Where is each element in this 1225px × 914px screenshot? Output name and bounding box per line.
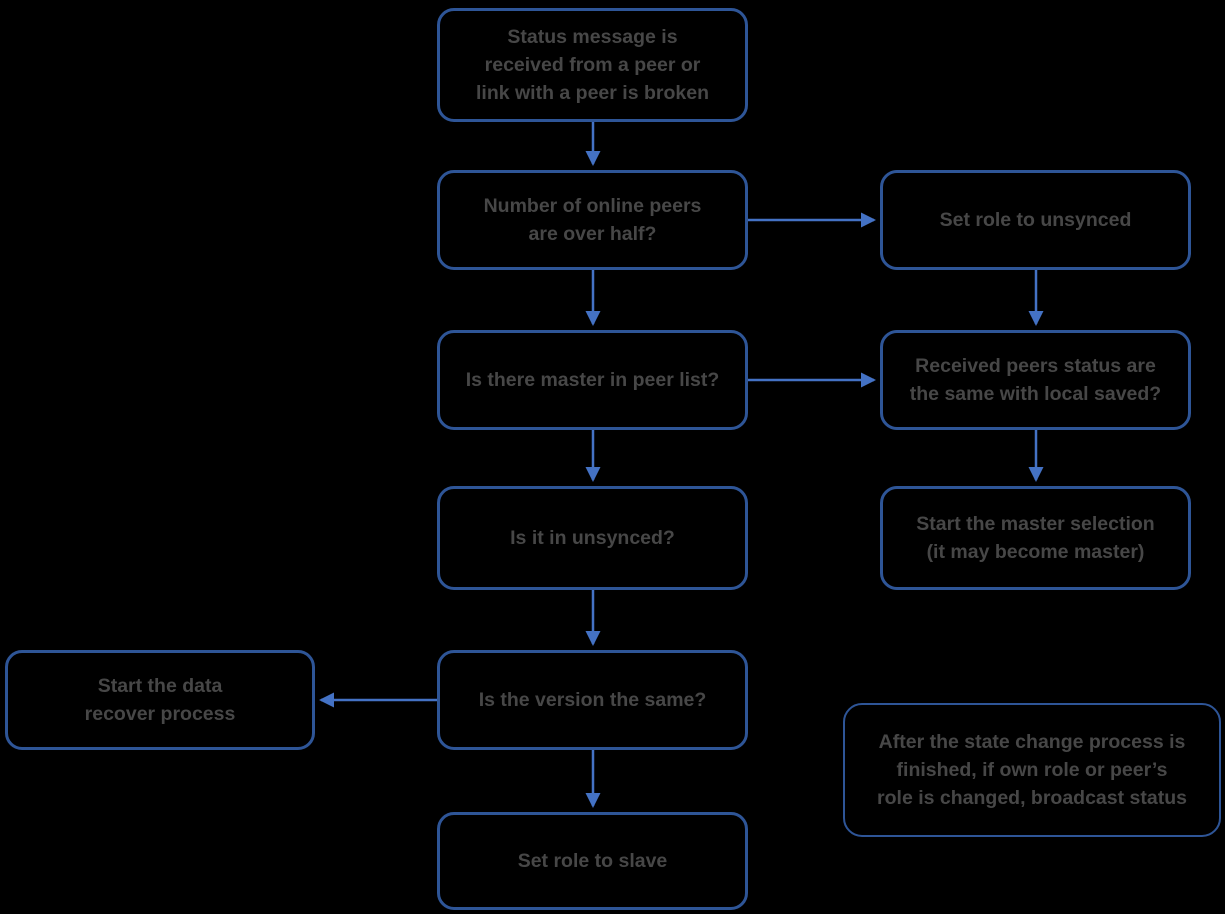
- node-start-master-selection: Start the master selection (it may becom…: [880, 486, 1191, 590]
- node-broadcast-status-note-label: After the state change process is finish…: [877, 731, 1187, 809]
- node-broadcast-status-note: After the state change process is finish…: [843, 703, 1221, 837]
- node-master-in-peer-list: Is there master in peer list?: [437, 330, 748, 430]
- node-set-role-unsynced: Set role to unsynced: [880, 170, 1191, 270]
- node-start-data-recover: Start the data recover process: [5, 650, 315, 750]
- node-received-status-same: Received peers status are the same with …: [880, 330, 1191, 430]
- node-status-received-label: Status message is received from a peer o…: [476, 26, 709, 104]
- node-set-role-unsynced-label: Set role to unsynced: [939, 209, 1132, 231]
- node-set-role-slave: Set role to slave: [437, 812, 748, 910]
- node-master-in-peer-list-label: Is there master in peer list?: [465, 369, 720, 391]
- node-peers-over-half-label: Number of online peers are over half?: [483, 195, 702, 245]
- node-set-role-slave-label: Set role to slave: [517, 850, 668, 872]
- node-received-status-same-label: Received peers status are the same with …: [909, 355, 1162, 405]
- node-peers-over-half: Number of online peers are over half?: [437, 170, 748, 270]
- node-version-same-label: Is the version the same?: [478, 689, 707, 711]
- node-version-same: Is the version the same?: [437, 650, 748, 750]
- node-start-master-selection-label: Start the master selection (it may becom…: [916, 513, 1155, 563]
- node-status-received: Status message is received from a peer o…: [437, 8, 748, 122]
- node-start-data-recover-label: Start the data recover process: [84, 675, 236, 725]
- node-is-in-unsynced: Is it in unsynced?: [437, 486, 748, 590]
- node-is-in-unsynced-label: Is it in unsynced?: [510, 527, 675, 549]
